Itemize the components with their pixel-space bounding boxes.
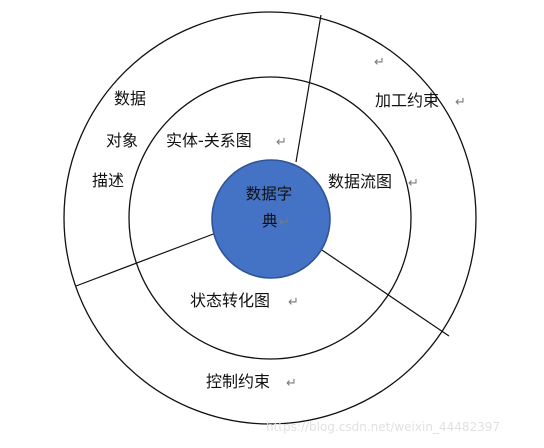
outer-ring [63,11,477,425]
inner-label-state-diagram: 状态转化图 [190,291,270,310]
outer-label-object: 对象 [106,131,138,150]
inner-label-dataflow-diagram: 数据流图 [328,172,392,191]
return-mark-icon: ↵ [288,294,299,309]
center-label-line2: 典 [262,212,278,230]
watermark-text: https://blog.csdn.net/weixin_44482397 [266,420,500,434]
return-mark-icon: ↵ [286,375,297,390]
divider-left [75,232,217,287]
divider-top [295,14,322,163]
center-circle [211,159,331,279]
outer-label-control-constraint: 控制约束 [206,372,270,391]
inner-ring [128,76,412,360]
inner-label-er-diagram: 实体-关系图 [166,131,252,150]
divider-bottom-right [315,245,450,337]
outer-label-data: 数据 [114,89,146,108]
return-mark-icon: ↵ [455,94,466,109]
return-mark-icon: ↵ [374,54,385,69]
outer-label-description: 描述 [92,171,124,190]
return-mark-icon: ↵ [408,175,419,190]
return-mark-icon: ↵ [276,134,287,149]
outer-label-processing-constraint: 加工约束 [375,91,439,110]
return-mark-icon: ↵ [279,214,290,229]
center-label-line1: 数据字 [246,185,293,203]
